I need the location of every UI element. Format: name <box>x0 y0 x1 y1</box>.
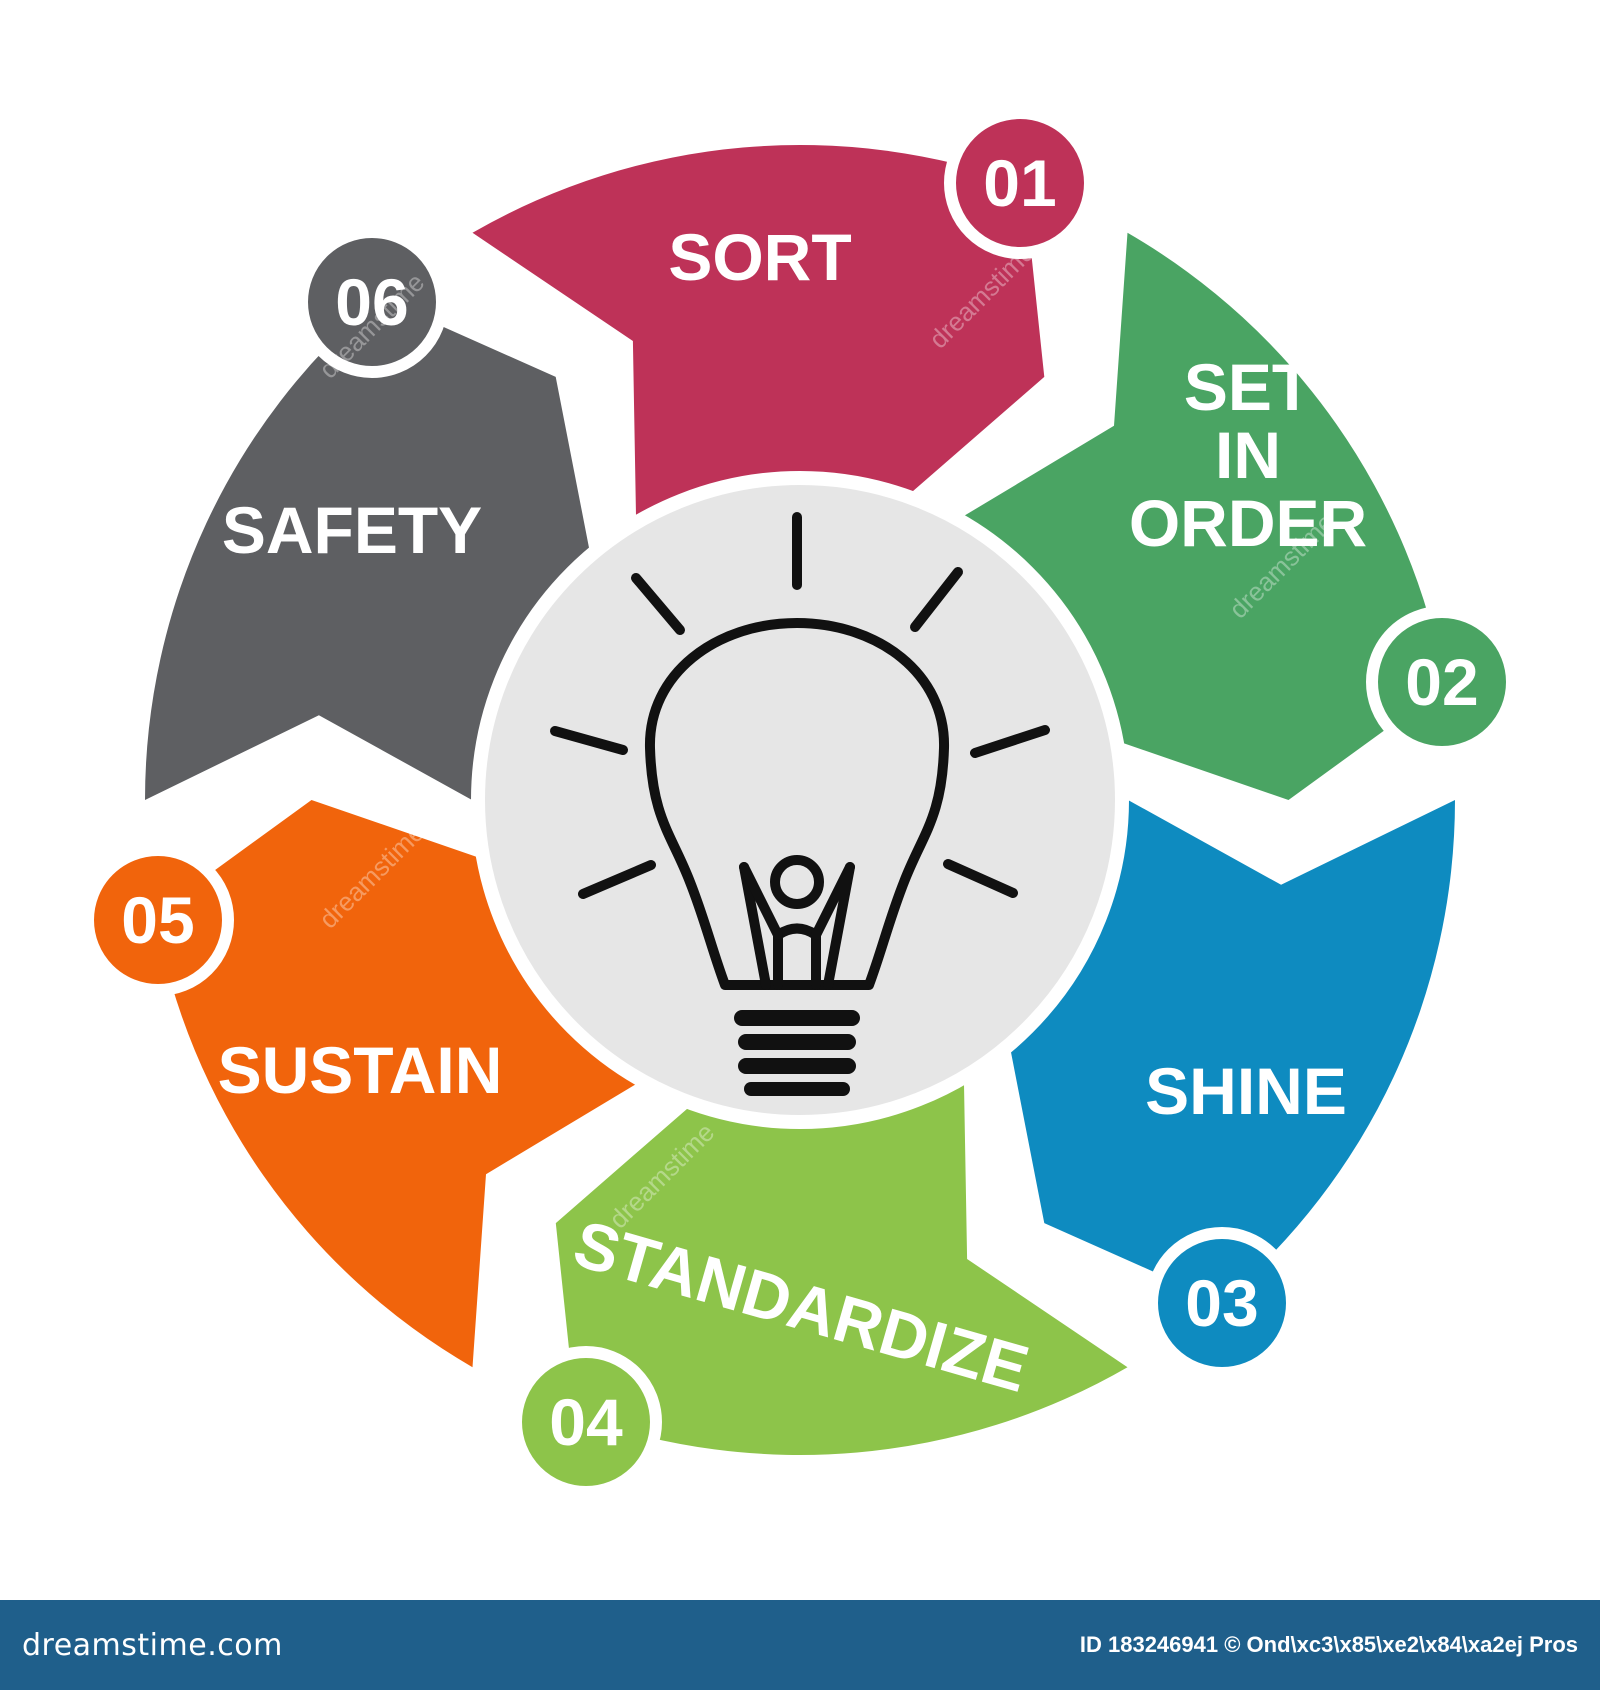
segment-shape-05 <box>155 800 636 1368</box>
segment-label-line: SAFETY <box>222 493 482 567</box>
segment-01: SORT 01 <box>472 107 1096 516</box>
step-number-02: 02 <box>1405 645 1478 719</box>
segment-label-line: IN <box>1215 418 1281 492</box>
step-number-06: 06 <box>335 265 408 339</box>
step-badge-01 <box>944 107 1096 259</box>
step-badge-02 <box>1366 606 1518 758</box>
segment-label-03: SHINE <box>1145 1054 1347 1128</box>
step-badge-05 <box>82 844 234 996</box>
segment-05: SUSTAIN 05 <box>82 800 636 1368</box>
step-number-01: 01 <box>983 146 1056 220</box>
step-badge-04 <box>510 1346 662 1498</box>
step-number-05: 05 <box>121 883 194 957</box>
segment-shape-01 <box>472 145 1045 516</box>
step-badge-03 <box>1146 1227 1298 1379</box>
center-hub <box>471 471 1129 1129</box>
segment-label-05: SUSTAIN <box>218 1033 503 1107</box>
footer-brand[interactable]: dreamstime.com <box>22 1627 283 1663</box>
segment-label-06: SAFETY <box>222 493 482 567</box>
segment-label-line: ORDER <box>1129 486 1367 560</box>
hub-circle <box>471 471 1129 1129</box>
segment-label-line: SUSTAIN <box>218 1033 503 1107</box>
segment-label-line: SHINE <box>1145 1054 1347 1128</box>
step-number-03: 03 <box>1185 1266 1258 1340</box>
segment-label-line: SORT <box>668 220 851 294</box>
footer-credit: ID 183246941 © Ond\xc3\x85\xe2\x84\xa2ej… <box>1079 1632 1578 1657</box>
segment-shape-04 <box>555 1084 1128 1455</box>
segment-label-line: SET <box>1184 350 1312 424</box>
footer-bar: dreamstime.com ID 183246941 © Ond\xc3\x8… <box>0 1600 1600 1690</box>
segment-shape-06 <box>145 298 590 800</box>
step-number-04: 04 <box>549 1385 623 1459</box>
step-badge-06 <box>296 226 448 378</box>
segment-shape-03 <box>1010 800 1455 1302</box>
segment-03: SHINE 03 <box>1010 800 1455 1379</box>
segment-06: SAFETY 06 <box>145 226 590 800</box>
segment-label-01: SORT <box>668 220 851 294</box>
lightbulb-with-person-icon <box>550 512 1050 1096</box>
segment-shape-02 <box>964 232 1445 801</box>
